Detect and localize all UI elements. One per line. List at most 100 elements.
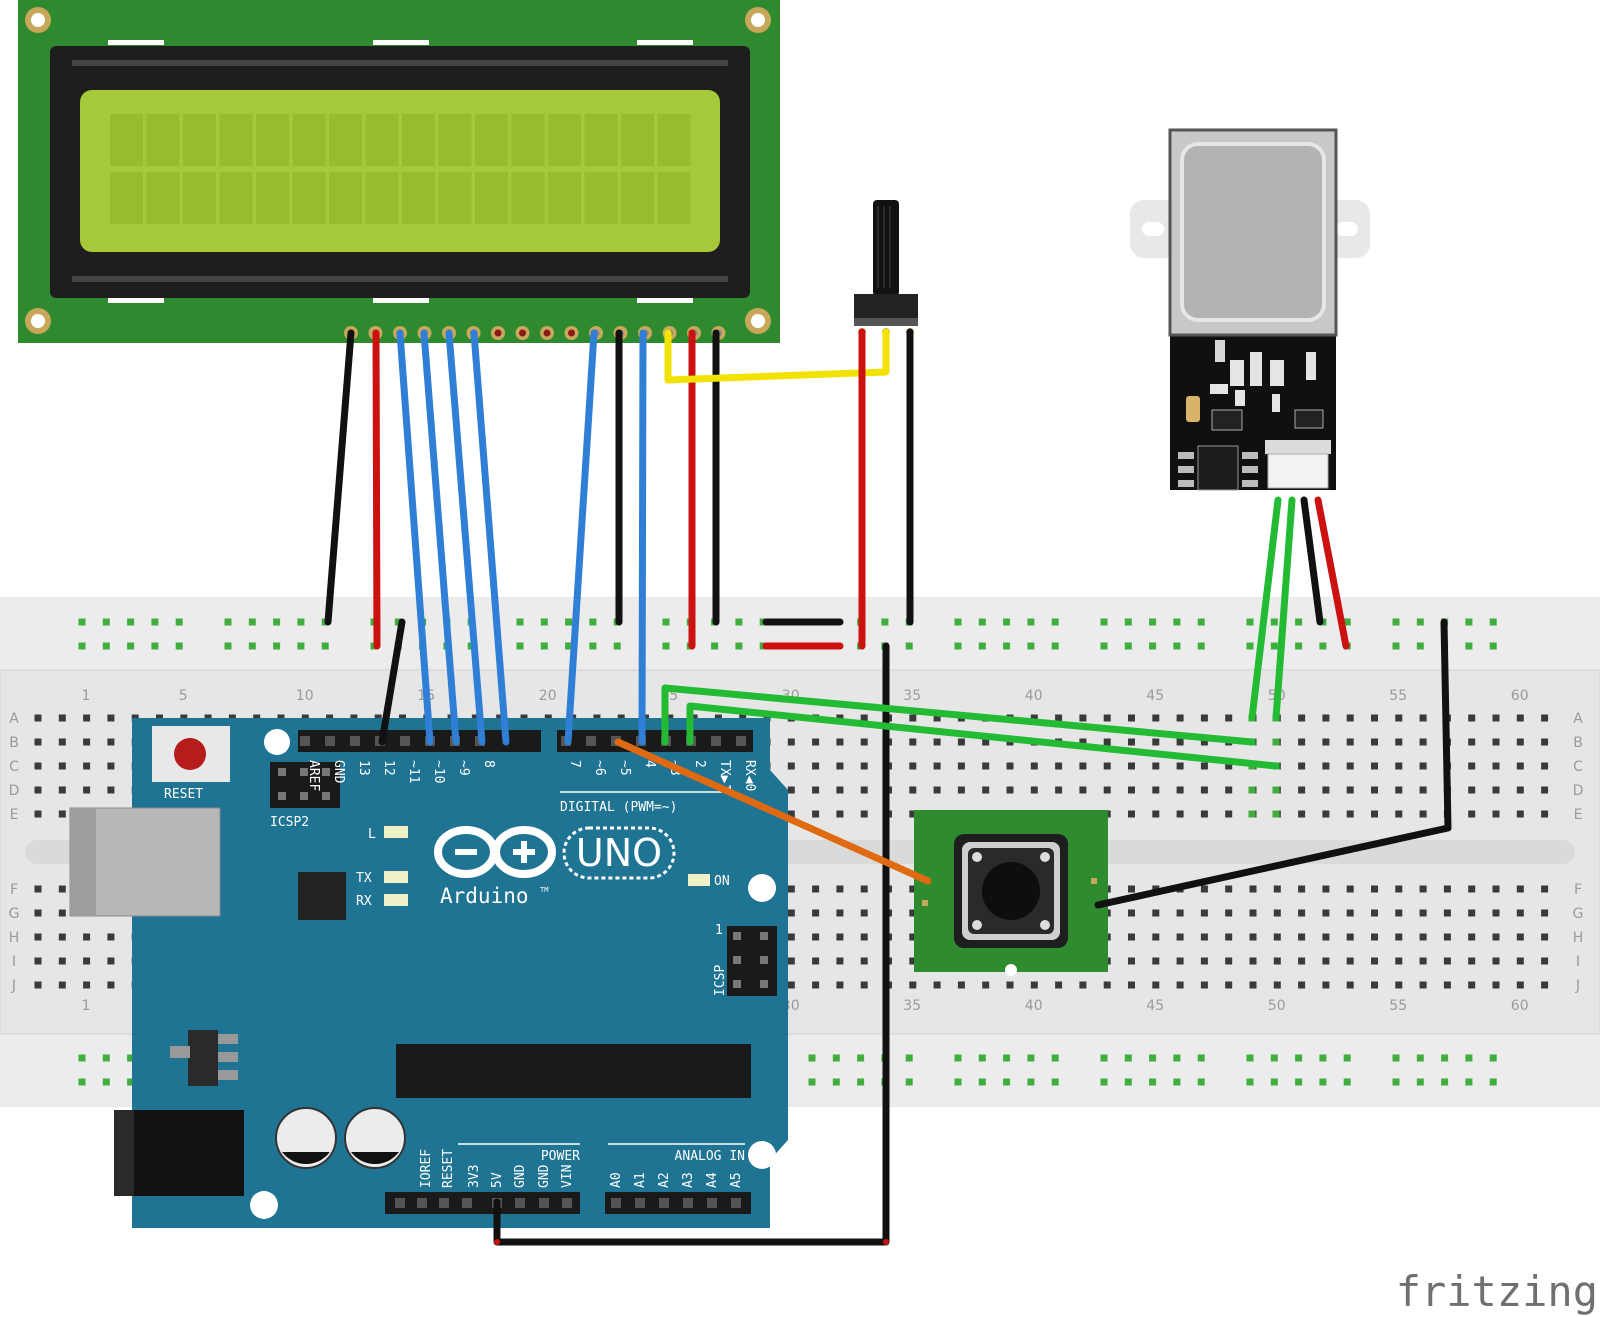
pin-socket[interactable]	[683, 1198, 693, 1208]
pin-socket[interactable]	[439, 1198, 449, 1208]
breadboard-hole	[836, 933, 844, 941]
rail-hole	[1295, 1054, 1303, 1062]
lcd-cell	[657, 172, 691, 224]
rail-hole	[905, 1054, 913, 1062]
breadboard-hole	[787, 909, 795, 917]
pin-socket[interactable]	[462, 1198, 472, 1208]
breadboard-hole	[860, 957, 868, 965]
pin-socket[interactable]	[400, 736, 410, 746]
breadboard-hole	[1492, 786, 1500, 794]
rail-hole	[151, 618, 159, 626]
pin-socket[interactable]	[562, 1198, 572, 1208]
lcd-cell	[219, 114, 253, 166]
breadboard-hole-active	[1272, 786, 1280, 794]
breadboard-hole	[812, 786, 820, 794]
breadboard-hole	[1298, 738, 1306, 746]
rail-hole	[1270, 642, 1278, 650]
push-button[interactable]	[914, 810, 1108, 976]
pin-socket[interactable]	[350, 736, 360, 746]
power-jack	[114, 1110, 244, 1196]
breadboard-hole	[1103, 738, 1111, 746]
wire-green	[1272, 496, 1296, 722]
breadboard-hole	[787, 933, 795, 941]
lcd-cell	[256, 172, 289, 224]
lcd-cell	[657, 114, 691, 166]
rail-hole	[1270, 1054, 1278, 1062]
rail-hole	[1051, 1078, 1059, 1086]
rail-hole	[1295, 642, 1303, 650]
pin-socket[interactable]	[325, 736, 335, 746]
breadboard-hole	[836, 885, 844, 893]
breadboard-hole	[1200, 885, 1208, 893]
pin-socket[interactable]	[417, 1198, 427, 1208]
breadboard-hole	[1541, 714, 1549, 722]
rail-hole	[1124, 1078, 1132, 1086]
breadboard-hole	[1346, 909, 1354, 917]
breadboard-hole	[1322, 762, 1330, 770]
rail-hole	[1489, 1078, 1497, 1086]
rail-hole	[1270, 618, 1278, 626]
breadboard-hole	[58, 957, 66, 965]
wire-black	[1300, 496, 1324, 626]
lcd-cell	[548, 172, 581, 224]
breadboard-hole	[1395, 786, 1403, 794]
push-button-cap[interactable]	[982, 862, 1040, 920]
rail-hole	[127, 1078, 135, 1086]
breadboard-hole	[1468, 885, 1476, 893]
power-pin-label: GND	[537, 1164, 552, 1188]
led-on	[688, 874, 710, 886]
breadboard-hole	[107, 786, 115, 794]
pin-socket[interactable]	[659, 1198, 669, 1208]
rail-hole	[1489, 618, 1497, 626]
lcd-cell	[110, 114, 143, 166]
rail-hole	[1343, 1054, 1351, 1062]
rail-hole	[224, 618, 232, 626]
breadboard-hole	[107, 762, 115, 770]
lcd-cell	[292, 172, 326, 224]
lcd-cell	[329, 172, 362, 224]
breadboard-hole	[1273, 885, 1281, 893]
rail-hole	[1173, 1078, 1181, 1086]
potentiometer	[854, 200, 918, 336]
column-number: 35	[903, 998, 921, 1014]
pin-socket[interactable]	[731, 1198, 741, 1208]
sensor-connector-pins	[1265, 440, 1331, 454]
pin-socket[interactable]	[736, 736, 746, 746]
column-number: 40	[1025, 998, 1043, 1014]
digital-pin-label: ~11	[406, 760, 421, 783]
icsp2-header	[270, 762, 340, 808]
pin-socket[interactable]	[395, 1198, 405, 1208]
breadboard-hole	[1322, 885, 1330, 893]
row-label: G	[1573, 906, 1584, 922]
rail-hole	[102, 1054, 110, 1062]
pin-socket[interactable]	[515, 1198, 525, 1208]
pin-socket[interactable]	[635, 1198, 645, 1208]
breadboard-hole	[982, 762, 990, 770]
rail-hole	[662, 642, 670, 650]
breadboard-hole-active	[1248, 810, 1256, 818]
breadboard-hole	[1419, 714, 1427, 722]
breadboard-hole	[83, 762, 91, 770]
pin-socket[interactable]	[707, 1198, 717, 1208]
breadboard-hole	[1079, 981, 1087, 989]
lcd-cell	[402, 114, 435, 166]
digital-pin-label: ~6	[592, 760, 607, 776]
wire-red	[372, 329, 381, 650]
rail-hole	[857, 1054, 865, 1062]
pin-socket[interactable]	[539, 1198, 549, 1208]
breadboard-hole	[1176, 981, 1184, 989]
reset-button-cap[interactable]	[174, 738, 206, 770]
pin-socket[interactable]	[586, 736, 596, 746]
pin-socket[interactable]	[611, 1198, 621, 1208]
breadboard-hole	[1152, 909, 1160, 917]
breadboard-hole	[34, 810, 42, 818]
breadboard-hole	[1468, 933, 1476, 941]
pin-socket[interactable]	[300, 736, 310, 746]
led-on-label: ON	[714, 874, 730, 889]
breadboard-hole	[860, 714, 868, 722]
pin-socket[interactable]	[711, 736, 721, 746]
rail-hole	[516, 618, 524, 626]
breadboard-hole	[1541, 762, 1549, 770]
breadboard-hole	[107, 957, 115, 965]
